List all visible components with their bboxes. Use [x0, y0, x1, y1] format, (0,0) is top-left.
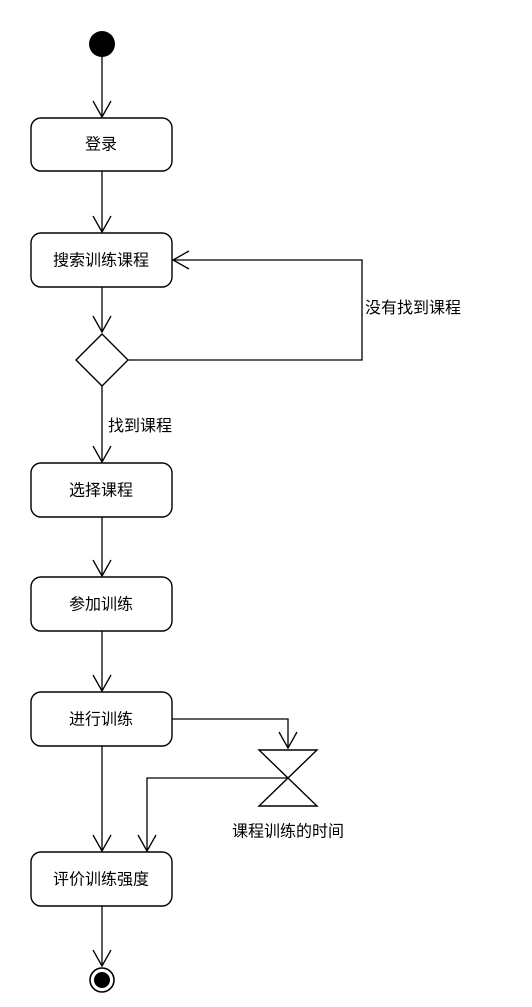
- edge-search-to-decision: [92, 287, 112, 334]
- edge-do-to-evaluate: [92, 746, 112, 853]
- guard-found-label: 找到课程: [108, 416, 172, 435]
- action-evaluate-intensity: 评价训练强度: [30, 851, 173, 907]
- edge-initial-to-login: [92, 57, 112, 119]
- action-login: 登录: [30, 117, 173, 172]
- decision-node: [75, 333, 129, 387]
- edge-login-to-search: [92, 171, 112, 234]
- action-join-training: 参加训练: [30, 576, 173, 632]
- edge-join-to-do: [92, 631, 112, 693]
- action-select-course-label: 选择课程: [69, 481, 133, 500]
- edge-found: [92, 386, 112, 464]
- edge-select-to-join: [92, 517, 112, 578]
- time-event-hourglass-icon: [257, 749, 319, 807]
- action-evaluate-intensity-label: 评价训练强度: [53, 870, 149, 889]
- time-event-label: 课程训练的时间: [232, 822, 344, 841]
- action-search-course-label: 搜索训练课程: [53, 251, 149, 270]
- guard-not-found-label: 没有找到课程: [365, 298, 461, 317]
- action-do-training-label: 进行训练: [69, 710, 133, 729]
- final-node: [89, 967, 115, 993]
- edge-not-found-loop: [128, 250, 363, 361]
- edge-do-to-time-event: [172, 718, 298, 750]
- edge-time-event-to-evaluate: [137, 777, 288, 853]
- action-select-course: 选择课程: [30, 462, 173, 518]
- action-search-course: 搜索训练课程: [30, 232, 173, 288]
- edge-evaluate-to-final: [92, 906, 112, 968]
- action-join-training-label: 参加训练: [69, 595, 133, 614]
- action-login-label: 登录: [85, 135, 117, 154]
- action-do-training: 进行训练: [30, 691, 173, 747]
- initial-node: [89, 31, 115, 57]
